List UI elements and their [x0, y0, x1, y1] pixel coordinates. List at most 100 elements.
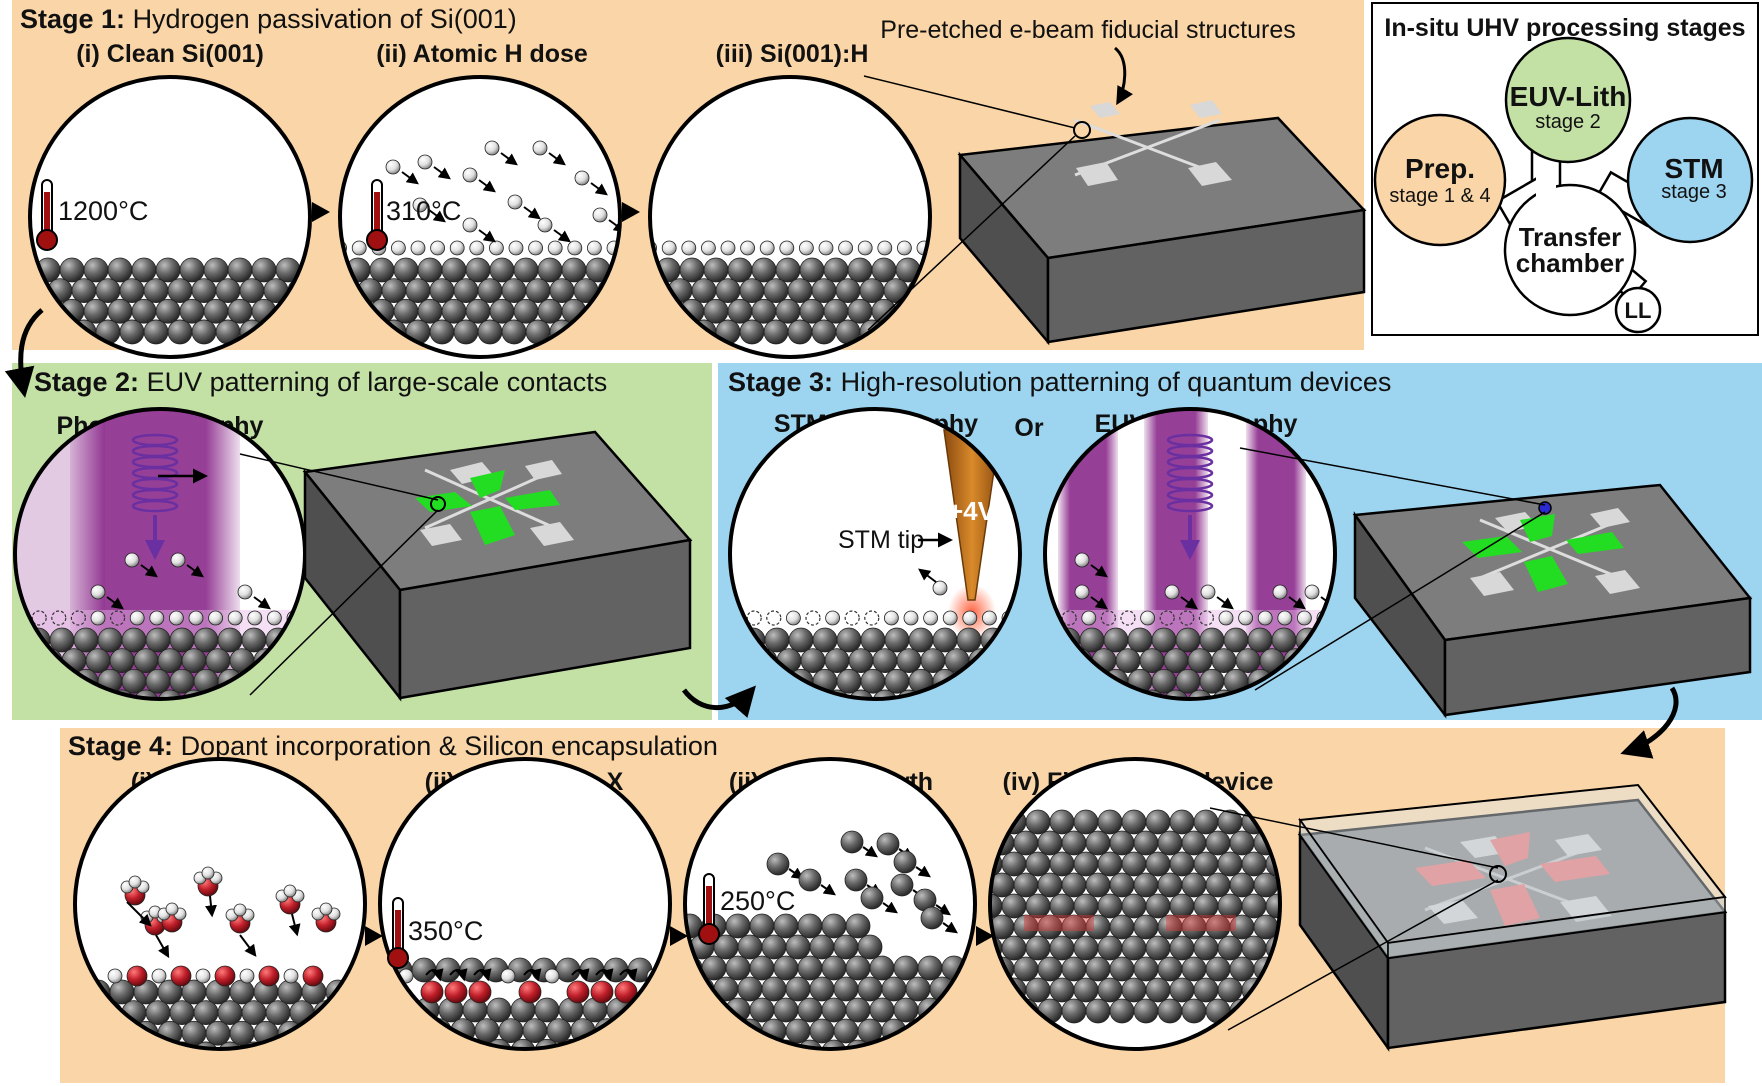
- motion-arrow-icon: [942, 921, 958, 934]
- si-atom: [1181, 830, 1207, 856]
- si-atom: [787, 319, 813, 345]
- si-atom: [489, 298, 515, 324]
- si-atom: [83, 298, 109, 324]
- si-atom: [761, 934, 787, 960]
- hydrogen-atom: [661, 240, 677, 256]
- motion-arrow-icon: [253, 596, 271, 610]
- hydrogen-atom: [547, 240, 563, 256]
- si-atom: [869, 955, 895, 981]
- si-atom: [405, 278, 431, 304]
- si-atom: [1211, 648, 1237, 674]
- si-atom: [1169, 851, 1195, 877]
- si-atom: [737, 934, 763, 960]
- hydrogen-atom: [897, 240, 912, 256]
- hydrogen-atom: [942, 610, 958, 626]
- si-atom: [775, 298, 801, 324]
- si-atom: [920, 648, 946, 674]
- si-atom: [1145, 809, 1171, 835]
- hydrogen-atom: [462, 217, 478, 233]
- si-atom: [1103, 627, 1129, 653]
- si-atom: [1151, 668, 1177, 694]
- hydrogen-atom: [1081, 610, 1097, 626]
- vacancy-site: [1159, 610, 1175, 626]
- step-label-clean: (i) Clean Si(001): [76, 40, 264, 68]
- si-atom: [1001, 851, 1027, 877]
- vacancy-site: [109, 610, 126, 626]
- si-atom: [1205, 830, 1231, 856]
- hydrogen-atom: [838, 240, 853, 256]
- si-atom: [1073, 977, 1099, 1003]
- motion-arrow-icon: [155, 934, 170, 959]
- hydrogen-atom: [1164, 584, 1180, 600]
- si-atom: [145, 627, 171, 653]
- hydrogen-atom: [857, 240, 873, 256]
- hydrogen-atom: [1272, 584, 1288, 600]
- si-atom: [1097, 893, 1123, 919]
- si-atom: [821, 955, 847, 981]
- si-atom: [143, 319, 169, 345]
- si-atom: [441, 298, 467, 324]
- hydrogen-atom: [1238, 610, 1253, 626]
- si-atom: [369, 257, 395, 283]
- si-atom: [725, 955, 751, 981]
- si-atom: [193, 627, 219, 653]
- si-atom: [836, 668, 862, 694]
- si-atom: [679, 257, 705, 283]
- si-atom: [799, 298, 825, 324]
- chip-stage1: [957, 100, 1367, 346]
- si-atom: [97, 627, 123, 653]
- hydrogen-atom: [877, 240, 893, 256]
- dopant-atom: [170, 965, 192, 987]
- dopant-atom: [590, 980, 614, 1004]
- legend-prep-label: Prep.: [1405, 153, 1475, 184]
- hydrogen-atom: [283, 968, 299, 984]
- si-atom: [1073, 893, 1099, 919]
- si-atom: [1193, 809, 1219, 835]
- motion-arrow-icon: [1090, 596, 1108, 610]
- hydrogen-atom: [410, 240, 426, 256]
- si-atom: [0, 258, 12, 282]
- si-atom: [739, 319, 765, 345]
- si-atom: [809, 1018, 835, 1044]
- si-atom: [95, 278, 121, 304]
- si-atom: [763, 319, 789, 345]
- si-atom: [1079, 627, 1105, 653]
- temp-h-dose: 310°C: [386, 196, 461, 226]
- si-atom: [821, 913, 847, 939]
- si-atom: [691, 278, 717, 304]
- si-atom: [1013, 956, 1039, 982]
- motion-arrow-icon: [1288, 596, 1306, 610]
- thermometer-icon: [387, 897, 409, 969]
- si-atom: [890, 873, 914, 897]
- si-atom: [205, 648, 231, 674]
- hydrogen-atom: [1074, 584, 1090, 600]
- si-atom: [1109, 956, 1135, 982]
- dopant-atom: [214, 965, 236, 987]
- flow-arrow-icon: [312, 202, 330, 222]
- hydrogen-atom: [124, 552, 140, 568]
- si-atom: [1217, 935, 1243, 961]
- si-atom: [155, 298, 181, 324]
- si-atom: [1205, 956, 1231, 982]
- flow-arrow-icon: [622, 202, 640, 222]
- si-atom: [1109, 914, 1135, 940]
- si-atom: [1073, 851, 1099, 877]
- stage1-to-2-arrow-icon: [4, 308, 44, 398]
- motion-arrow-icon: [918, 568, 937, 583]
- hydrogen-atom: [799, 240, 814, 256]
- si-atom: [848, 648, 874, 674]
- si-atom: [737, 976, 763, 1002]
- si-atom: [1097, 851, 1123, 877]
- si-atom: [847, 298, 873, 324]
- hydrogen-atom: [825, 610, 840, 626]
- si-atom: [1253, 872, 1279, 898]
- si-atom: [0, 299, 12, 323]
- si-atom: [1145, 851, 1171, 877]
- si-atom: [703, 298, 729, 324]
- si-atom: [193, 1000, 219, 1026]
- si-atom: [1205, 872, 1231, 898]
- stage2-to-3-arrow-icon: [681, 685, 756, 718]
- motion-arrow-icon: [140, 564, 158, 578]
- si-atom: [1199, 668, 1225, 694]
